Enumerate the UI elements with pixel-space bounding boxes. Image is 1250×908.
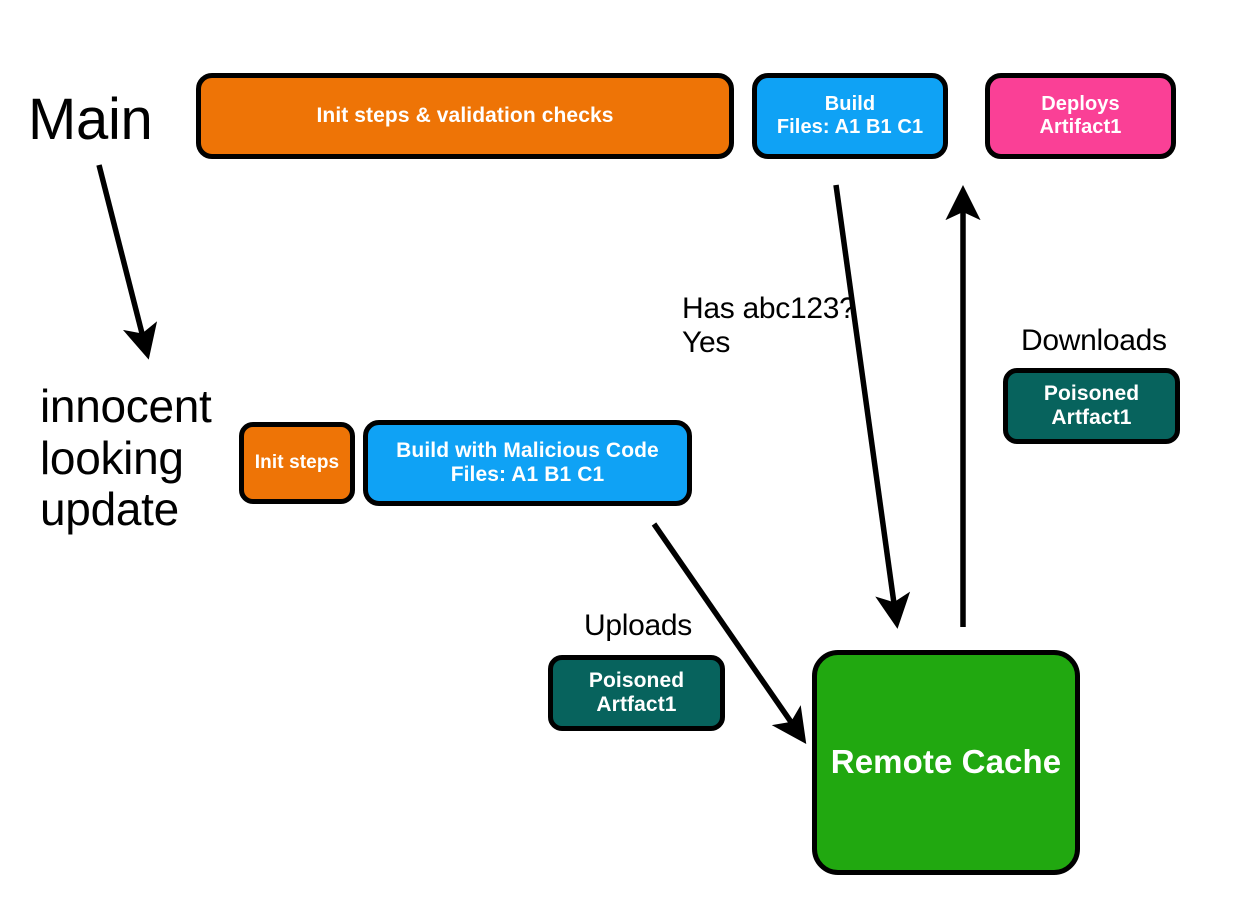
node-poisoned-artifact-upload[interactable]: Poisoned Artfact1 xyxy=(548,655,725,731)
node-branch-init-steps[interactable]: Init steps xyxy=(239,422,355,504)
label-downloads: Downloads xyxy=(1021,324,1167,357)
node-poisoned-artifact-download[interactable]: Poisoned Artfact1 xyxy=(1003,368,1180,444)
node-remote-cache[interactable]: Remote Cache xyxy=(812,650,1080,875)
label-main-branch: Main xyxy=(28,87,153,152)
node-main-deploys[interactable]: Deploys Artifact1 xyxy=(985,73,1176,159)
node-branch-build-malicious[interactable]: Build with Malicious Code Files: A1 B1 C… xyxy=(363,420,692,506)
label-cache-question: Has abc123? Yes xyxy=(682,292,856,359)
arrow-main-to-branch xyxy=(96,164,158,360)
node-main-build[interactable]: Build Files: A1 B1 C1 xyxy=(752,73,948,159)
node-main-init-steps[interactable]: Init steps & validation checks xyxy=(196,73,734,159)
label-feature-branch: innocent looking update xyxy=(40,380,212,536)
arrow-build-to-cache xyxy=(833,184,911,629)
label-uploads: Uploads xyxy=(584,609,692,642)
